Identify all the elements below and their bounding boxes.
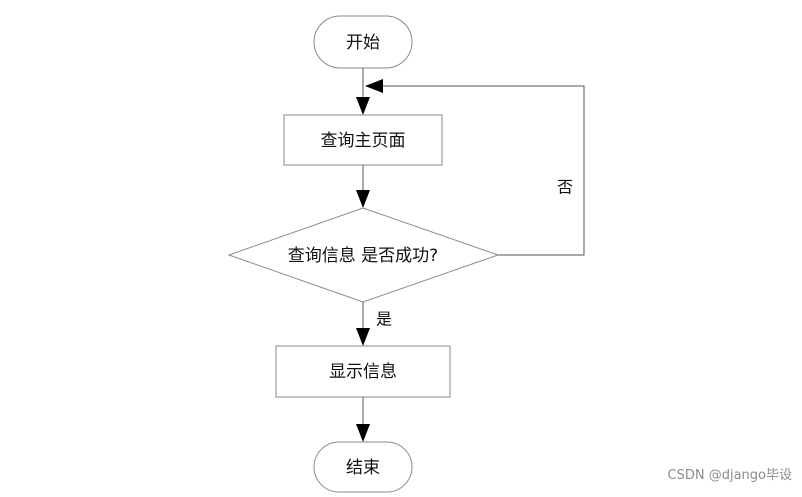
arrowhead-into-decision	[356, 190, 370, 208]
start-label: 开始	[346, 33, 380, 53]
edge-decision-no-loop	[383, 85, 585, 256]
arrowhead-into-show-info	[356, 328, 370, 346]
watermark-text: CSDN @django毕设	[667, 468, 792, 483]
query-home-label: 查询主页面	[321, 131, 406, 151]
no-branch-label: 否	[557, 178, 573, 197]
decision-node: 查询信息 是否成功?	[227, 207, 500, 303]
arrowhead-into-end	[356, 424, 370, 442]
yes-branch-label: 是	[376, 310, 392, 329]
start-node: 开始	[313, 15, 413, 69]
query-home-process-shape	[283, 114, 443, 166]
arrowhead-loop-return	[365, 79, 383, 93]
end-label: 结束	[346, 458, 380, 478]
end-node: 结束	[313, 441, 413, 493]
arrowhead-into-query-home	[356, 97, 370, 115]
query-home-node: 查询主页面	[283, 114, 443, 166]
end-terminal-shape	[313, 441, 413, 493]
show-info-node: 显示信息	[275, 345, 451, 398]
decision-label: 查询信息 是否成功?	[288, 246, 438, 266]
show-info-label: 显示信息	[329, 362, 397, 382]
